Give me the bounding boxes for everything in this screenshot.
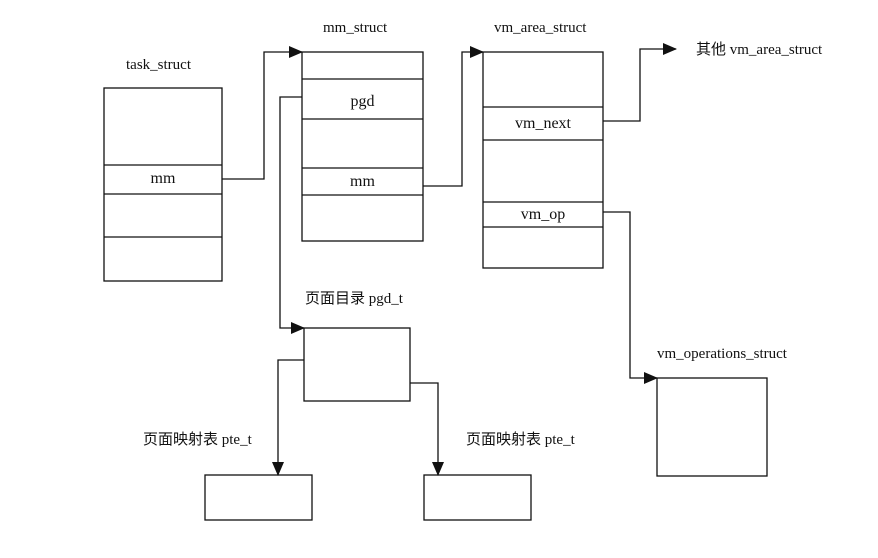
arrow-pgd-to-pte-right [410, 382, 444, 476]
vm-operations-struct-label: vm_operations_struct [657, 346, 787, 362]
vm-area-struct-box [482, 51, 604, 269]
arrow-pgd-to-pte-left [272, 359, 304, 476]
mm-struct-title: mm_struct [323, 20, 388, 36]
mm-struct-box [301, 51, 424, 242]
pte-left-label: 页面映射表 pte_t [143, 432, 252, 448]
task-mm-field: mm [150, 170, 176, 187]
task-struct-box [103, 87, 223, 282]
vm-next-field: vm_next [515, 115, 571, 132]
pte-right-label: 页面映射表 pte_t [466, 432, 575, 448]
pte-right-box [423, 474, 532, 521]
pte-left-box [204, 474, 313, 521]
vm-area-struct-title: vm_area_struct [494, 20, 587, 36]
arrow-task-mm-to-mm-struct [222, 46, 303, 180]
task-struct-title: task_struct [126, 57, 191, 73]
page-directory-label: 页面目录 pgd_t [305, 291, 403, 307]
arrow-vm-next-to-other [603, 43, 677, 122]
page-directory-box [303, 327, 411, 402]
vm-operations-struct-box [656, 377, 768, 477]
arrow-mm-to-vm-area [423, 46, 484, 187]
mm-mm-field: mm [350, 173, 375, 190]
vm-op-field: vm_op [520, 206, 566, 223]
arrow-pgd-to-page-directory [279, 96, 305, 334]
arrow-vm-op-to-operations [603, 211, 658, 384]
other-vm-area-label: 其他 vm_area_struct [696, 42, 823, 58]
mm-pgd-field: pgd [350, 93, 375, 110]
